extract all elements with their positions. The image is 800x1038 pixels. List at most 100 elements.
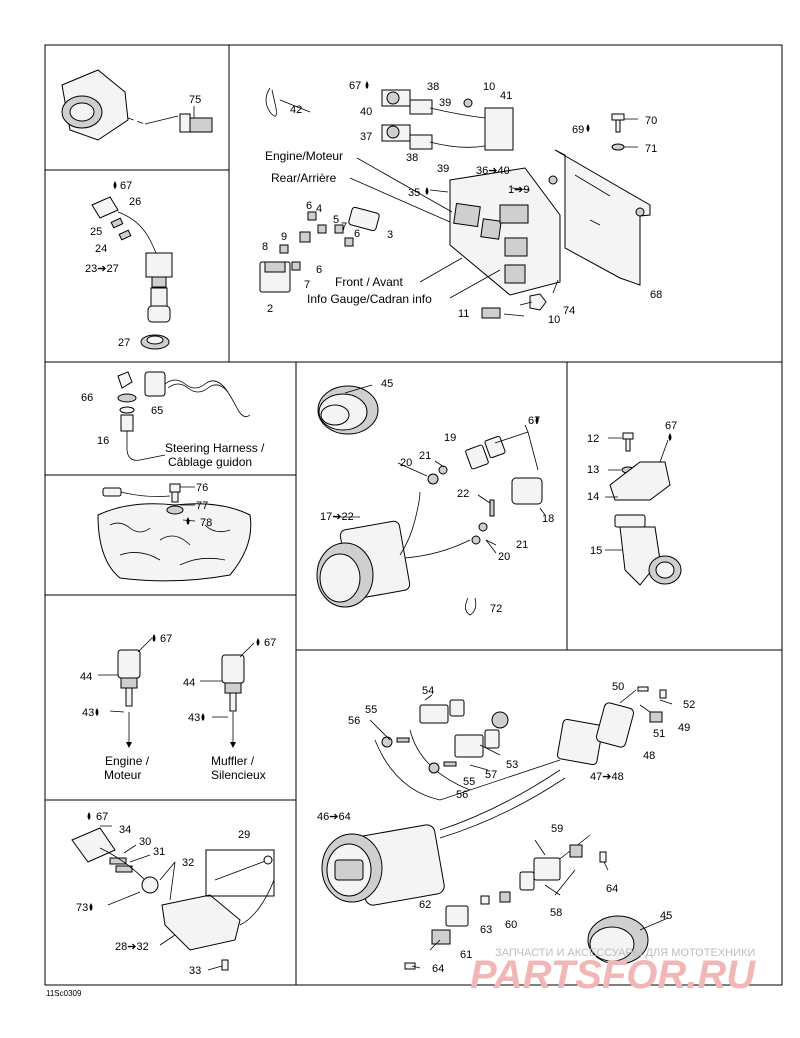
diagram-code: 11Sc0309	[46, 989, 82, 998]
callout-34: 34	[119, 824, 131, 836]
callout-67g: 67	[96, 811, 108, 823]
callout-67d: 67	[665, 420, 677, 432]
watermark-line: ЗАПЧАСТИ И АКСЕССУАРЫ ДЛЯ МОТОТЕХНИКИ	[495, 947, 755, 959]
callout-55a: 55	[365, 704, 377, 716]
panel-sensors-44	[98, 637, 255, 748]
callout-6c: 6	[316, 264, 322, 276]
callout-45b: 45	[660, 910, 672, 922]
callout-61: 61	[460, 949, 472, 961]
callout-28-32: 28➔32	[115, 941, 149, 953]
callout-18: 18	[542, 513, 554, 525]
callout-67a: 67	[349, 80, 361, 92]
text-labels: Engine/Moteur Rear/Arrière Front / Avant…	[104, 149, 432, 782]
callout-63: 63	[480, 924, 492, 936]
label-rear-arriere: Rear/Arrière	[271, 171, 337, 185]
callout-73: 73	[76, 902, 88, 914]
callout-5: 5	[333, 214, 339, 226]
callout-13: 13	[587, 464, 599, 476]
callout-67b: 67	[120, 180, 132, 192]
callout-78: 78	[200, 517, 212, 529]
callout-22: 22	[457, 488, 469, 500]
callout-6a: 6	[306, 200, 312, 212]
callout-7a: 7	[341, 221, 347, 233]
callout-7b: 7	[304, 279, 310, 291]
callout-17-22: 17➔22	[320, 511, 354, 523]
callout-14: 14	[587, 491, 599, 503]
callout-46-64: 46➔64	[317, 811, 351, 823]
callout-57: 57	[485, 769, 497, 781]
callout-47-48: 47➔48	[590, 771, 624, 783]
callout-numbers: 75 42 67 38 10 40 39 41 70 69 71 37 38 3…	[76, 80, 695, 977]
callout-43b: 43	[188, 712, 200, 724]
callout-70: 70	[645, 115, 657, 127]
panel-engine-sensor-76	[97, 483, 252, 582]
callout-56a: 56	[348, 715, 360, 727]
callout-9: 9	[281, 231, 287, 243]
callout-39a: 39	[439, 97, 451, 109]
callout-55b: 55	[463, 776, 475, 788]
callout-49: 49	[678, 722, 690, 734]
callout-54: 54	[422, 685, 434, 697]
callout-74: 74	[563, 305, 575, 317]
label-moteur: Moteur	[104, 768, 141, 782]
callout-33: 33	[189, 965, 201, 977]
label-cablage-guidon: Câblage guidon	[168, 455, 252, 469]
callout-36-40: 36➔40	[476, 165, 510, 177]
panel-ecm	[259, 87, 651, 319]
callout-62: 62	[419, 899, 431, 911]
label-muffler: Muffler /	[211, 754, 255, 768]
callout-59: 59	[551, 823, 563, 835]
label-front-avant: Front / Avant	[335, 275, 403, 289]
callout-56b: 56	[456, 789, 468, 801]
callout-16: 16	[97, 435, 109, 447]
callout-25: 25	[90, 226, 102, 238]
callout-27: 27	[118, 337, 130, 349]
callout-37: 37	[360, 131, 372, 143]
callout-58: 58	[550, 907, 562, 919]
callout-23-27: 23➔27	[85, 263, 119, 275]
callout-68: 68	[650, 289, 662, 301]
callout-51: 51	[653, 728, 665, 740]
panel-sensor-75	[61, 69, 213, 141]
callout-75: 75	[189, 94, 201, 106]
callout-65: 65	[151, 405, 163, 417]
callout-6b: 6	[354, 228, 360, 240]
label-silencieux: Silencieux	[211, 768, 266, 782]
callout-11: 11	[458, 308, 469, 320]
callout-67f: 67	[264, 637, 276, 649]
label-steering-harness: Steering Harness /	[165, 441, 265, 455]
callout-29: 29	[238, 829, 250, 841]
callout-21a: 21	[419, 450, 431, 462]
callout-15: 15	[590, 545, 602, 557]
callout-8: 8	[262, 241, 268, 253]
callout-10b: 10	[548, 314, 560, 326]
callout-4: 4	[316, 203, 322, 215]
callout-44a: 44	[80, 671, 92, 683]
callout-41: 41	[500, 90, 512, 102]
callout-48: 48	[643, 750, 655, 762]
panel-info-gauge	[321, 686, 673, 970]
callout-19: 19	[444, 432, 456, 444]
label-engine-moteur: Engine/Moteur	[265, 149, 343, 163]
callout-1-9: 1➔9	[508, 184, 529, 196]
callout-32: 32	[182, 857, 194, 869]
panel-speed-sensor	[605, 432, 682, 586]
callout-2: 2	[267, 303, 273, 315]
panel-sensor-23-27	[91, 196, 173, 350]
callout-39b: 39	[437, 163, 449, 175]
callout-45a: 45	[381, 378, 393, 390]
callout-20b: 20	[498, 551, 510, 563]
panel-steering-harness	[117, 371, 251, 461]
callout-30: 30	[139, 836, 151, 848]
callout-67e: 67	[160, 633, 172, 645]
callout-10a: 10	[483, 81, 495, 93]
callout-52: 52	[683, 699, 695, 711]
callout-71: 71	[645, 143, 657, 155]
callout-76: 76	[196, 482, 208, 494]
callout-24: 24	[95, 243, 107, 255]
panel-frames	[44, 44, 783, 986]
callout-38a: 38	[427, 81, 439, 93]
drop-markers	[87, 81, 672, 911]
callout-77: 77	[196, 500, 208, 512]
